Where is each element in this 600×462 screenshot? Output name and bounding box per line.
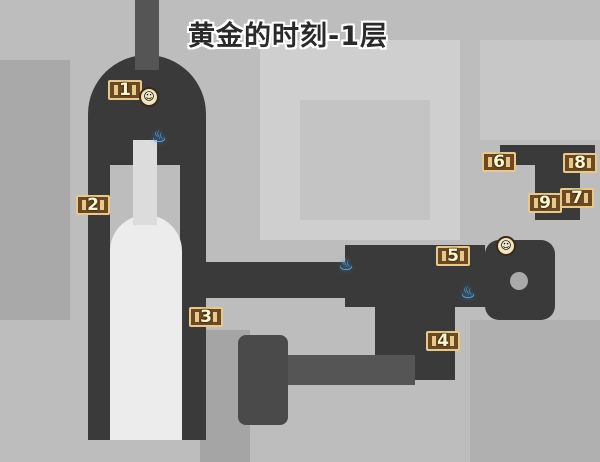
building: [470, 320, 600, 462]
building: [300, 100, 430, 220]
chest-marker-4[interactable]: 4: [426, 331, 460, 351]
space-anchor-icon[interactable]: ♨: [338, 255, 354, 275]
npc-icon[interactable]: ☺: [139, 87, 159, 107]
floor-east-corridor: [200, 262, 350, 298]
floor-left-corridor: [88, 120, 110, 440]
space-anchor-icon[interactable]: ♨: [151, 127, 167, 147]
chest-label: 9: [539, 193, 551, 213]
chest-marker-9[interactable]: 9: [528, 193, 562, 213]
chest-marker-7[interactable]: 7: [560, 188, 594, 208]
space-anchor-icon[interactable]: ♨: [460, 283, 476, 303]
building: [0, 60, 70, 320]
building: [480, 40, 600, 140]
chest-label: 8: [574, 153, 586, 173]
map-title: 黄金的时刻-1层: [188, 21, 388, 52]
floor-stairs: [135, 0, 159, 70]
chest-marker-1[interactable]: 1: [108, 80, 142, 100]
chest-label: 7: [571, 188, 583, 208]
floor-center-hall: [110, 215, 182, 440]
chest-marker-6[interactable]: 6: [482, 152, 516, 172]
fountain: [510, 272, 528, 290]
floor-hall-column: [133, 140, 157, 225]
chest-marker-8[interactable]: 8: [563, 153, 597, 173]
npc-icon[interactable]: ☺: [496, 236, 516, 256]
chest-label: 6: [493, 152, 505, 172]
floor-south-ramp: [265, 355, 415, 385]
chest-label: 2: [87, 195, 99, 215]
chest-label: 5: [447, 246, 459, 266]
chest-marker-5[interactable]: 5: [436, 246, 470, 266]
chest-label: 3: [200, 307, 212, 327]
chest-label: 1: [119, 80, 131, 100]
floor-sw-hex: [238, 335, 288, 425]
chest-marker-3[interactable]: 3: [189, 307, 223, 327]
chest-marker-2[interactable]: 2: [76, 195, 110, 215]
chest-label: 4: [437, 331, 449, 351]
